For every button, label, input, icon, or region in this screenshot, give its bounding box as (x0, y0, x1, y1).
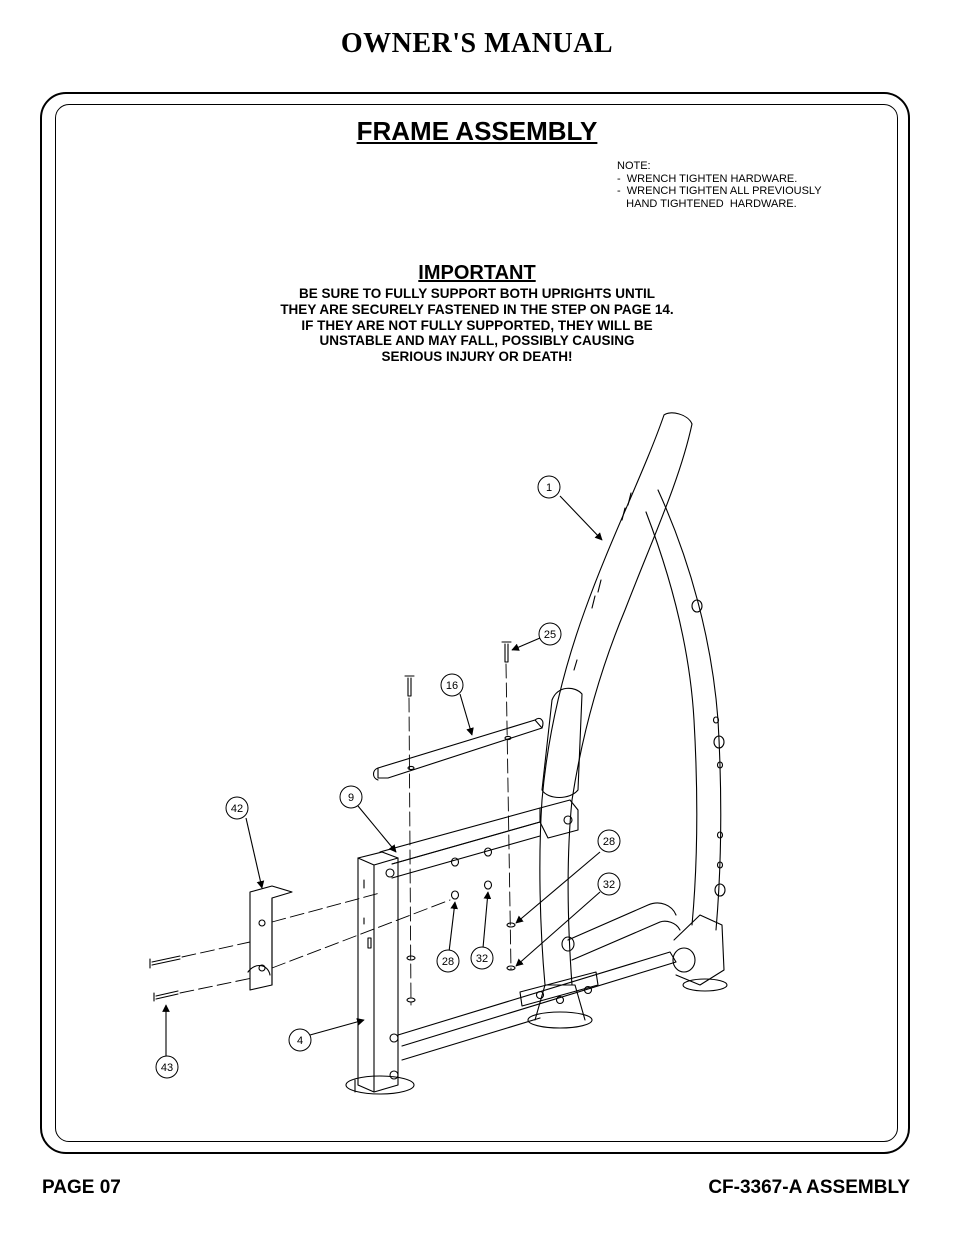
callout-4: 4 (297, 1035, 303, 1047)
note-line: HAND TIGHTENED HARDWARE. (617, 197, 797, 210)
model-assembly-label: CF-3367-A ASSEMBLY (708, 1177, 910, 1198)
callout-32-upper: 32 (603, 879, 615, 891)
callout-leaders (162, 495, 603, 1058)
callout-16: 16 (446, 680, 458, 692)
assembly-note: NOTE:- WRENCH TIGHTEN HARDWARE.- WRENCH … (617, 160, 822, 210)
note-line: - WRENCH TIGHTEN HARDWARE. (617, 172, 798, 185)
note-line: - WRENCH TIGHTEN ALL PREVIOUSLY (617, 185, 822, 198)
important-heading: IMPORTANT (418, 262, 536, 284)
bracket-part-42 (247, 885, 293, 991)
warning-line: UNSTABLE AND MAY FALL, POSSIBLY CAUSING (319, 333, 635, 349)
upright-frame-part-1 (527, 412, 728, 1029)
manual-title: OWNER'S MANUAL (340, 28, 614, 59)
callout-28-upper: 28 (603, 836, 615, 848)
callout-25: 25 (544, 629, 556, 641)
callout-28-lower: 28 (442, 956, 454, 968)
note-line: NOTE: (617, 160, 651, 172)
section-title: FRAME ASSEMBLY (356, 116, 598, 146)
warning-line: IF THEY ARE NOT FULLY SUPPORTED, THEY WI… (301, 317, 653, 333)
callout-43: 43 (161, 1062, 173, 1074)
callout-42: 42 (231, 803, 243, 815)
crossbar-part-9 (345, 799, 579, 1095)
warning-line: THEY ARE SECURELY FASTENED IN THE STEP O… (280, 301, 674, 317)
page-number: PAGE 07 (42, 1177, 121, 1198)
important-warning: BE SURE TO FULLY SUPPORT BOTH UPRIGHTS U… (0, 286, 954, 365)
assembly-guide-lines (179, 663, 512, 1006)
inner-frame (55, 104, 898, 1142)
callout-numbers: 1 25 16 9 42 28 32 28 32 4 43 (161, 482, 615, 1074)
callout-circles (155, 475, 621, 1079)
warning-line: SERIOUS INJURY OR DEATH! (381, 349, 573, 365)
callout-9: 9 (348, 792, 354, 804)
bolts (149, 641, 512, 1002)
callout-32-lower: 32 (476, 953, 488, 965)
outer-frame (40, 92, 910, 1154)
warning-line: BE SURE TO FULLY SUPPORT BOTH UPRIGHTS U… (298, 286, 656, 301)
hardware-washers-nuts (406, 847, 516, 1003)
callout-1: 1 (546, 482, 552, 494)
plate-part-16 (372, 717, 544, 781)
stabilizer-part-4 (397, 951, 677, 1061)
